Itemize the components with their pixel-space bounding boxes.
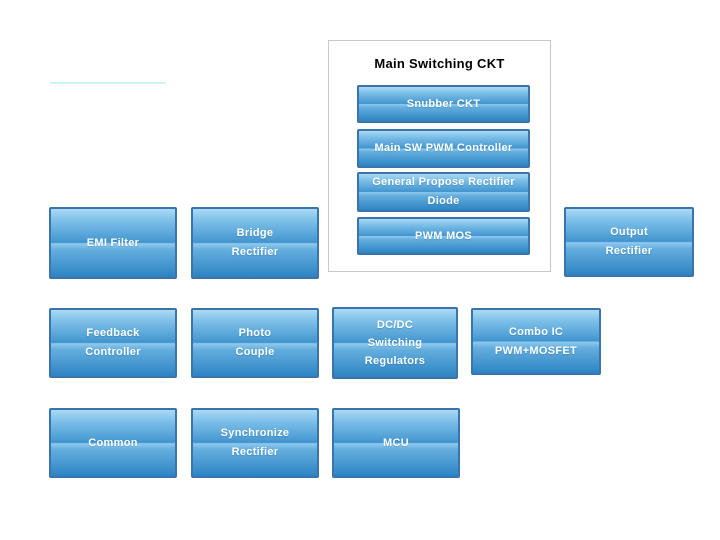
- feedback-controller-button[interactable]: Feedback Controller: [49, 308, 177, 378]
- synchronize-rectifier-label: Rectifier: [231, 446, 279, 458]
- main-sw-pwm-controller-label: Main SW PWM Controller: [374, 142, 513, 154]
- mcu-button[interactable]: MCU: [332, 408, 460, 478]
- faint-divider-line: [50, 82, 166, 84]
- output-rectifier-button[interactable]: Output Rectifier: [564, 207, 694, 277]
- general-propose-rectifier-diode-button[interactable]: General Propose Rectifier Diode: [357, 172, 530, 212]
- general-propose-rectifier-label: General Propose Rectifier: [372, 176, 515, 188]
- bridge-label: Bridge: [236, 227, 274, 239]
- pwm-mosfet-label: PWM+MOSFET: [494, 344, 578, 357]
- regulators-label: Regulators: [364, 355, 426, 367]
- photo-label: Photo: [238, 327, 272, 339]
- mcu-label: MCU: [383, 436, 409, 449]
- common-button[interactable]: Common: [49, 408, 177, 478]
- output-rectifier-label: Rectifier: [605, 245, 653, 257]
- output-label: Output: [610, 226, 648, 238]
- dcdc-label: DC/DC: [376, 319, 414, 331]
- diode-label: Diode: [427, 195, 460, 207]
- synchronize-rectifier-button[interactable]: Synchronize Rectifier: [191, 408, 319, 478]
- main-sw-pwm-controller-button[interactable]: Main SW PWM Controller: [357, 129, 530, 168]
- snubber-ckt-button[interactable]: Snubber CKT: [357, 85, 530, 123]
- feedback-label: Feedback: [86, 327, 140, 339]
- main-switching-ckt-title: Main Switching CKT: [374, 56, 505, 71]
- bridge-rectifier-label: Rectifier: [231, 246, 279, 258]
- emi-filter-button[interactable]: EMI Filter: [49, 207, 177, 279]
- pwm-mos-label: PWM MOS: [414, 229, 473, 242]
- combo-ic-pwm-mosfet-button[interactable]: Combo IC PWM+MOSFET: [471, 308, 601, 375]
- photo-couple-button[interactable]: Photo Couple: [191, 308, 319, 378]
- snubber-ckt-label: Snubber CKT: [406, 97, 481, 110]
- photo-couple-label: Couple: [235, 346, 275, 358]
- synchronize-label: Synchronize: [220, 427, 290, 439]
- bridge-rectifier-button[interactable]: Bridge Rectifier: [191, 207, 319, 279]
- dcdc-switching-regulators-button[interactable]: DC/DC Switching Regulators: [332, 307, 458, 379]
- feedback-controller-label: Controller: [85, 346, 141, 358]
- common-label: Common: [88, 436, 138, 449]
- combo-ic-label: Combo IC: [508, 325, 564, 338]
- emi-filter-label: EMI Filter: [86, 236, 140, 249]
- pwm-mos-button[interactable]: PWM MOS: [357, 217, 530, 255]
- switching-label: Switching: [367, 337, 423, 349]
